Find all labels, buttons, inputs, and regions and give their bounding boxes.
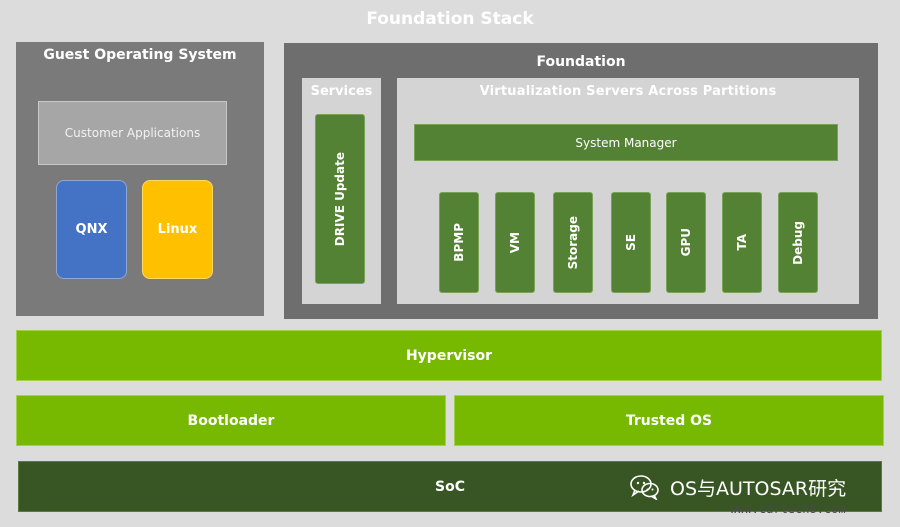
guest-os-title: Guest Operating System: [43, 47, 237, 63]
watermark-brand-text: OS与AUTOSAR研究: [670, 477, 847, 500]
diagram-title: Foundation Stack: [366, 9, 534, 29]
foundation-title: Foundation: [536, 54, 626, 70]
partition-label: BPMP: [452, 223, 466, 262]
virtualization-title: Virtualization Servers Across Partitions: [479, 83, 777, 99]
services-title: Services: [310, 83, 373, 99]
partition-vm: VM: [495, 192, 535, 293]
partition-label: Storage: [566, 215, 580, 270]
partition-label: GPU: [679, 228, 693, 257]
partition-se: SE: [611, 192, 651, 293]
watermark-site: www.cartech8.com: [730, 502, 846, 516]
partition-debug: Debug: [778, 192, 818, 293]
partition-label: Debug: [791, 220, 805, 265]
partition-bpmp: BPMP: [439, 192, 479, 293]
customer-applications-box: Customer Applications: [38, 101, 227, 165]
partition-ta: TA: [722, 192, 762, 293]
partition-label: TA: [735, 234, 749, 251]
watermark-brand: OS与AUTOSAR研究: [630, 472, 846, 502]
bootloader-layer: Bootloader: [16, 395, 446, 446]
drive-update-label: DRIVE Update: [333, 151, 347, 247]
partition-storage: Storage: [553, 192, 593, 293]
wechat-icon: [630, 474, 660, 502]
soc-layer: SoC: [18, 461, 882, 512]
partition-label: VM: [508, 231, 522, 254]
drive-update-box: DRIVE Update: [315, 114, 365, 284]
linux-box: Linux: [142, 180, 213, 279]
partition-label: SE: [624, 234, 638, 251]
hypervisor-layer: Hypervisor: [16, 330, 882, 381]
partition-gpu: GPU: [666, 192, 706, 293]
qnx-box: QNX: [56, 180, 127, 279]
trusted-os-layer: Trusted OS: [454, 395, 884, 446]
guest-os-panel: [16, 42, 264, 316]
system-manager-box: System Manager: [414, 124, 838, 161]
